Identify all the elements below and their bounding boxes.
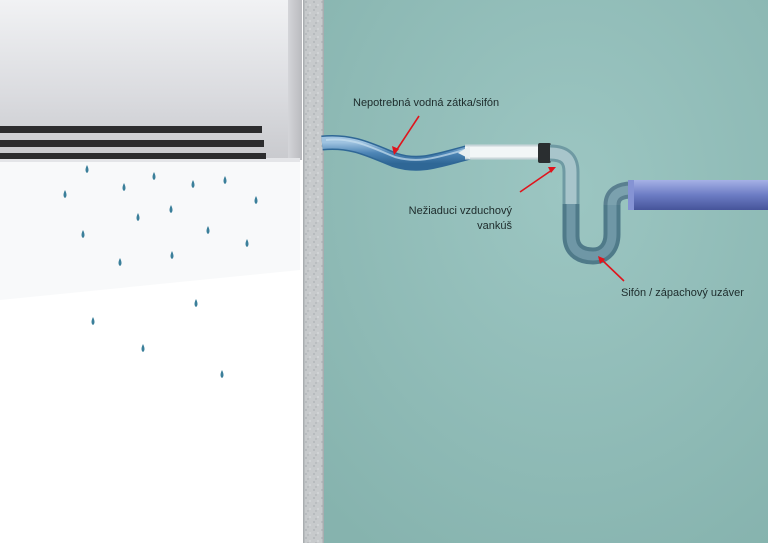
label-water-plug: Nepotrebná vodná zátka/sifón (353, 97, 500, 109)
water-drop-icon (245, 239, 249, 247)
wall-section (303, 0, 324, 543)
drain-pipe (628, 180, 768, 210)
water-drop-icon (254, 196, 258, 204)
water-drop-icon (206, 226, 210, 234)
water-drop-icon (194, 299, 198, 307)
red-arrow-icon (598, 256, 625, 282)
water-drop-icon (63, 190, 67, 198)
water-drop-icon (170, 251, 174, 259)
water-drop-icon (223, 176, 227, 184)
water-drop-icon (118, 258, 122, 266)
red-arrow-icon (392, 115, 420, 155)
water-drop-icon (141, 344, 145, 352)
hose-connector (538, 143, 551, 163)
outer-wall (324, 0, 768, 543)
water-drop-icon (122, 183, 126, 191)
water-drop-icon (81, 230, 85, 238)
red-arrow-icon (519, 167, 556, 193)
water-drop-icon (169, 205, 173, 213)
ac-vent (0, 126, 266, 159)
ac-unit (0, 0, 302, 300)
label-air-pocket: Nežiaduci vzduchový vankúš (408, 205, 512, 232)
water-drop-icon (91, 317, 95, 325)
water-drop-icon (136, 213, 140, 221)
water-drop-icon (191, 180, 195, 188)
water-drops (63, 165, 258, 378)
water-drop-icon (220, 370, 224, 378)
water-drop-icon (152, 172, 156, 180)
condensate-hose (321, 134, 540, 171)
label-trap: Sifón / zápachový uzáver (621, 287, 744, 299)
water-drop-icon (85, 165, 89, 173)
